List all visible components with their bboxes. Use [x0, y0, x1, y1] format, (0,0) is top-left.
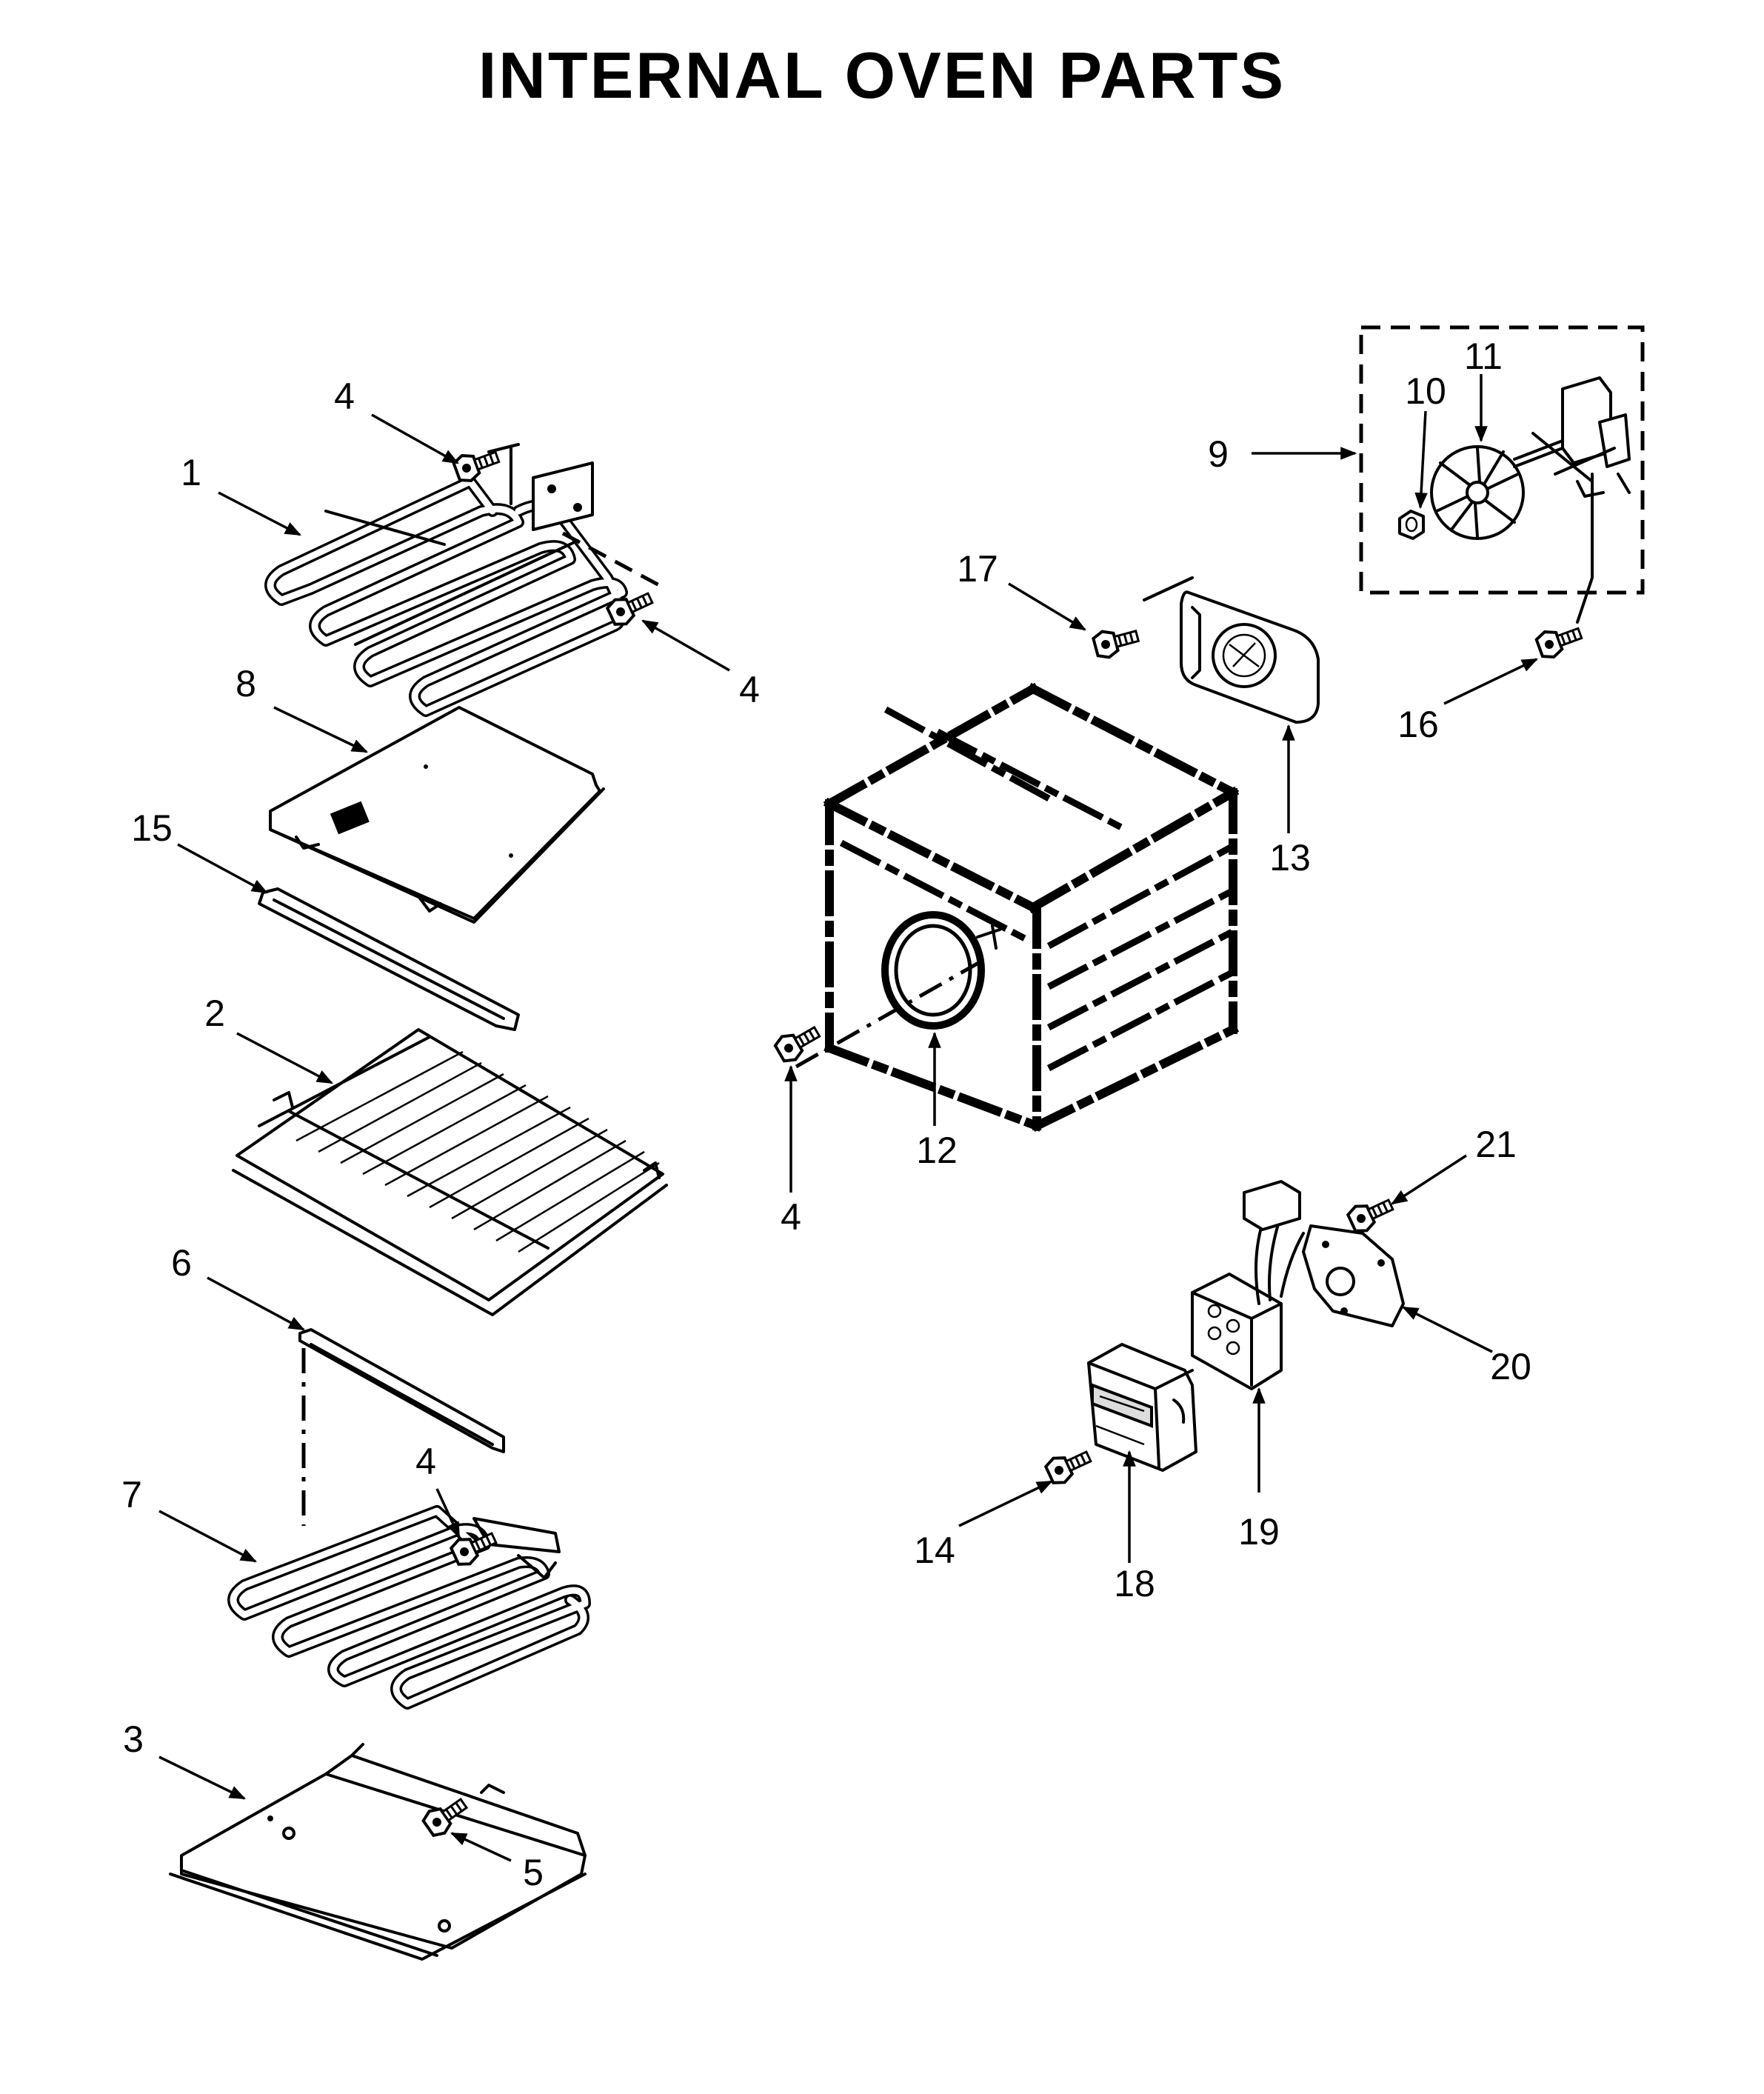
callout-10: 10	[1405, 370, 1446, 412]
callout-4d: 4	[415, 1441, 436, 1482]
oven-rack-part-2	[232, 1028, 668, 1316]
page-title: INTERNAL OVEN PARTS	[478, 39, 1286, 112]
arrowhead-icon	[218, 491, 301, 536]
leader-lines	[158, 374, 1538, 1862]
callout-1: 1	[181, 452, 201, 493]
screw-icon	[1042, 1443, 1096, 1489]
callout-19: 19	[1238, 1511, 1280, 1553]
callout-5: 5	[523, 1852, 544, 1893]
callout-2: 2	[204, 993, 225, 1034]
callout-11: 11	[1464, 336, 1503, 377]
arrowhead-icon	[1414, 410, 1428, 510]
fan-blade-part-11	[1430, 445, 1525, 540]
arrowhead-icon	[273, 706, 368, 753]
bar-part-6	[298, 1328, 505, 1526]
bottom-panel-part-3	[169, 1743, 587, 1961]
arrowhead-icon	[1402, 1306, 1493, 1353]
nut-part-10	[1398, 510, 1425, 540]
arrowhead-icon	[1008, 582, 1086, 631]
callout-4b: 4	[739, 669, 760, 710]
callout-17: 17	[957, 548, 998, 590]
arrowhead-icon	[207, 1276, 305, 1331]
screw-icon	[1344, 1191, 1398, 1237]
arrowhead-icon	[435, 1488, 461, 1538]
panel-part-8	[269, 706, 605, 924]
callout-8: 8	[235, 663, 256, 704]
fan-cover-part-13	[1143, 576, 1320, 724]
broil-element-part-1	[264, 443, 661, 717]
arrowhead-icon	[158, 1510, 257, 1563]
screw-icon	[1533, 619, 1586, 662]
callout-7: 7	[121, 1474, 142, 1516]
callout-6: 6	[171, 1242, 192, 1284]
arrowhead-icon	[958, 1480, 1053, 1527]
callout-13: 13	[1269, 837, 1311, 878]
gasket-part-20	[1302, 1224, 1405, 1327]
arrowhead-icon	[1391, 1154, 1467, 1205]
callout-16: 16	[1397, 704, 1439, 745]
convection-motor-part-9	[1359, 325, 1645, 624]
arrowhead-icon	[177, 843, 268, 894]
bake-element-part-7	[227, 1505, 591, 1710]
callout-21: 21	[1475, 1124, 1517, 1165]
callout-4a: 4	[334, 376, 355, 417]
callout-14: 14	[914, 1530, 955, 1571]
terminal-block-part-19	[1191, 1180, 1305, 1390]
arrowhead-icon	[371, 413, 459, 464]
trim-part-15	[258, 887, 520, 1031]
callout-18: 18	[1114, 1563, 1155, 1604]
callout-labels: 1 2 3 4 4 4 4 5 6 7 8 9 10 11 12 13 14 1…	[121, 336, 1531, 1893]
callout-4c: 4	[781, 1196, 801, 1238]
callout-20: 20	[1490, 1346, 1531, 1387]
callout-15: 15	[131, 807, 173, 849]
callout-12: 12	[916, 1130, 958, 1171]
motor-assembly	[1513, 376, 1631, 624]
callout-9: 9	[1208, 433, 1229, 475]
callout-3: 3	[123, 1718, 144, 1760]
arrowhead-icon	[450, 1832, 512, 1862]
arrowhead-icon	[236, 1032, 333, 1084]
screw-icon	[1090, 621, 1143, 662]
arrowhead-icon	[641, 619, 730, 672]
arrowhead-icon	[158, 1755, 246, 1800]
oven-cavity-part-12	[795, 682, 1240, 1133]
screw-icon	[771, 1018, 826, 1067]
control-box-part-18	[1087, 1343, 1197, 1472]
arrowhead-icon	[1443, 658, 1538, 705]
